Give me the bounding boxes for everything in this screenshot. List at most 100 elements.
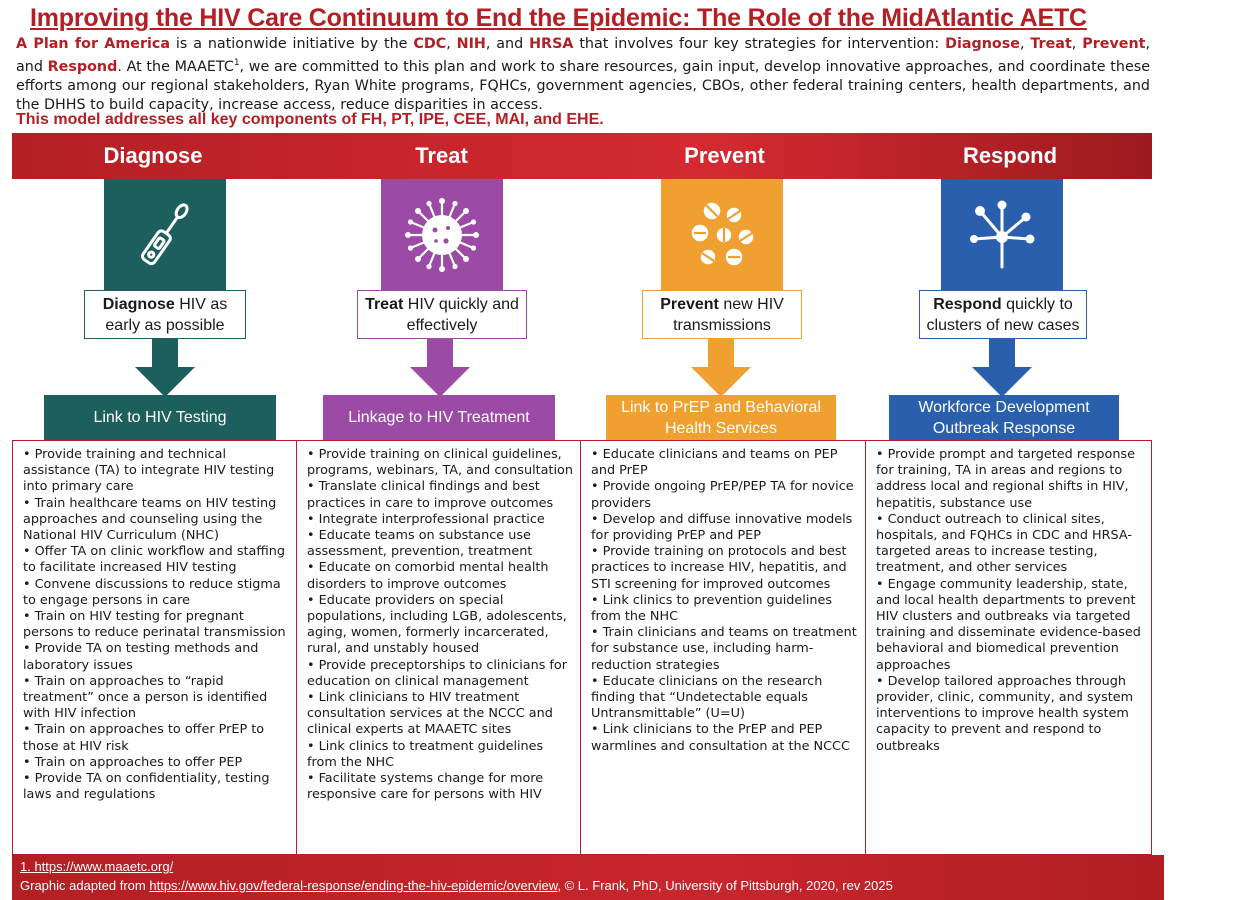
credit-suffix: , © L. Frank, PhD, University of Pittsbu… xyxy=(557,878,893,893)
treat-down-arrow xyxy=(410,339,470,397)
activity-item: Link clinicians to HIV treatment consult… xyxy=(307,690,577,739)
activity-item: Develop tailored approaches through prov… xyxy=(876,674,1147,755)
test-swab-icon xyxy=(140,203,189,266)
link-bar-prevent: Link to PrEP and Behavioral Health Servi… xyxy=(606,395,836,440)
agency-hrsa: HRSA xyxy=(529,36,574,52)
link-bar-treat: Linkage to HIV Treatment xyxy=(323,395,555,440)
goal-rest: HIV as early as possible xyxy=(105,295,228,334)
treat-activity-list: Provide training on clinical guidelines,… xyxy=(297,441,581,803)
model-statement: This model addresses all key components … xyxy=(16,111,604,128)
intro-text: , xyxy=(1071,36,1083,52)
respond-down-arrow xyxy=(972,339,1032,397)
activity-item: Provide preceptorships to clinicians for… xyxy=(307,658,577,690)
intro-text: , xyxy=(446,36,457,52)
respond-goal-box: Respond quickly to clusters of new cases xyxy=(919,290,1087,339)
source-link[interactable]: https://www.hiv.gov/federal-response/end… xyxy=(149,878,558,893)
diagnose-activity-list: Provide training and technical assistanc… xyxy=(13,441,297,803)
activity-item: Educate on comorbid mental health disord… xyxy=(307,560,577,592)
link-bar-diagnose: Link to HIV Testing xyxy=(44,395,276,440)
activity-item: Link clinics to prevention guidelines fr… xyxy=(591,593,862,625)
goal-keyword: Respond xyxy=(933,295,1002,313)
banner-label-respond: Respond xyxy=(962,143,1058,168)
goal-text: Treat HIV quickly and effectively xyxy=(364,294,520,336)
activity-item: Educate providers on special populations… xyxy=(307,593,577,658)
activity-item: Train clinicians and teams on treatment … xyxy=(591,625,862,674)
goal-keyword: Treat xyxy=(365,295,404,313)
activity-item: Provide training on clinical guidelines,… xyxy=(307,447,577,479)
activity-item: Educate clinicians and teams on PEP and … xyxy=(591,447,862,479)
intro-text: . At the MAAETC xyxy=(117,58,234,75)
footnote-marker: 1 xyxy=(233,58,240,68)
footnote-link[interactable]: 1. https://www.maaetc.org/ xyxy=(20,859,174,874)
activity-item: Provide training on protocols and best p… xyxy=(591,544,862,593)
treat-goal-box: Treat HIV quickly and effectively xyxy=(357,290,527,339)
virus-icon xyxy=(405,198,479,272)
respond-activity-list: Provide prompt and targeted response for… xyxy=(866,441,1151,755)
goal-text: Respond quickly to clusters of new cases xyxy=(926,294,1080,336)
page-title: Improving the HIV Care Continuum to End … xyxy=(30,4,1087,32)
intro-paragraph: A Plan for America is a nationwide initi… xyxy=(16,35,1150,115)
intro-text: , we are committed to this plan and work… xyxy=(16,58,1150,113)
activity-item: Educate teams on substance use assessmen… xyxy=(307,528,577,560)
goal-keyword: Diagnose xyxy=(102,295,175,313)
diagnose-down-arrow xyxy=(135,339,195,397)
banner-label-diagnose: Diagnose xyxy=(103,143,203,168)
activity-item: Offer TA on clinic workflow and staffing… xyxy=(23,544,293,576)
diagnose-goal-box: Diagnose HIV as early as possible xyxy=(84,290,246,339)
pills-icon xyxy=(690,201,755,267)
agency-nih: NIH xyxy=(456,36,486,52)
diagnose-activities-box: Provide training and technical assistanc… xyxy=(12,440,298,855)
footer-bar: 1. https://www.maaetc.org/ Graphic adapt… xyxy=(12,855,1164,900)
activity-item: Link clinicians to the PrEP and PEP warm… xyxy=(591,722,862,754)
strategy-prevent: Prevent xyxy=(1082,36,1146,52)
prevent-icon-box xyxy=(661,179,783,291)
activity-item: Train on approaches to offer PEP xyxy=(23,755,293,771)
activity-item: Facilitate systems change for more respo… xyxy=(307,771,577,803)
strategy-banner: Diagnose Treat Prevent Respond xyxy=(12,133,1152,179)
goal-text: Diagnose HIV as early as possible xyxy=(91,294,239,336)
activity-item: Provide TA on testing methods and labora… xyxy=(23,641,293,673)
activity-item: Develop and diffuse innovative models fo… xyxy=(591,512,862,544)
intro-text: , xyxy=(1019,36,1031,52)
banner-label-prevent: Prevent xyxy=(684,143,765,168)
prevent-goal-box: Prevent new HIV transmissions xyxy=(642,290,802,339)
plan-name: A Plan for America xyxy=(16,36,171,52)
treat-activities-box: Provide training on clinical guidelines,… xyxy=(296,440,582,855)
activity-item: Provide TA on confidentiality, testing l… xyxy=(23,771,293,803)
intro-text: that involves four key strategies for in… xyxy=(573,36,946,52)
prevent-down-arrow xyxy=(691,339,751,397)
activity-item: Train healthcare teams on HIV testing ap… xyxy=(23,496,293,545)
strategy-diagnose: Diagnose xyxy=(945,36,1020,52)
respond-activities-box: Provide prompt and targeted response for… xyxy=(865,440,1152,855)
source-credit: Graphic adapted from https://www.hiv.gov… xyxy=(20,878,893,893)
activity-item: Provide training and technical assistanc… xyxy=(23,447,293,496)
activity-item: Train on approaches to offer PrEP to tho… xyxy=(23,722,293,754)
activity-item: Educate clinicians on the research findi… xyxy=(591,674,862,723)
intro-text: is a nationwide initiative by the xyxy=(170,36,414,52)
goal-rest: quickly to clusters of new cases xyxy=(926,295,1080,334)
goal-text: Prevent new HIV transmissions xyxy=(649,294,795,336)
diagnose-icon-box xyxy=(104,179,226,291)
strategy-treat: Treat xyxy=(1030,36,1072,52)
credit-prefix: Graphic adapted from xyxy=(20,878,150,893)
activity-item: Convene discussions to reduce stigma to … xyxy=(23,577,293,609)
goal-keyword: Prevent xyxy=(660,295,719,313)
intro-text: , and xyxy=(16,36,1151,75)
goal-rest: new HIV transmissions xyxy=(673,295,784,334)
activity-item: Conduct outreach to clinical sites, hosp… xyxy=(876,512,1147,577)
intro-text: , and xyxy=(485,36,530,52)
activity-item: Provide ongoing PrEP/PEP TA for novice p… xyxy=(591,479,862,511)
activity-item: Engage community leadership, state, and … xyxy=(876,577,1147,674)
goal-rest: HIV quickly and effectively xyxy=(403,295,519,334)
treat-icon-box xyxy=(381,179,503,291)
agency-cdc: CDC xyxy=(413,36,447,52)
network-icon xyxy=(970,200,1035,269)
activity-item: Integrate interprofessional practice xyxy=(307,512,577,528)
link-bar-respond: Workforce Development Outbreak Response xyxy=(889,395,1119,440)
strategy-respond: Respond xyxy=(47,58,118,75)
activity-item: Translate clinical findings and best pra… xyxy=(307,479,577,511)
banner-label-treat: Treat xyxy=(415,143,468,168)
activity-item: Link clinics to treatment guidelines fro… xyxy=(307,739,577,771)
activity-item: Provide prompt and targeted response for… xyxy=(876,447,1147,512)
activity-item: Train on approaches to “rapid treatment”… xyxy=(23,674,293,723)
